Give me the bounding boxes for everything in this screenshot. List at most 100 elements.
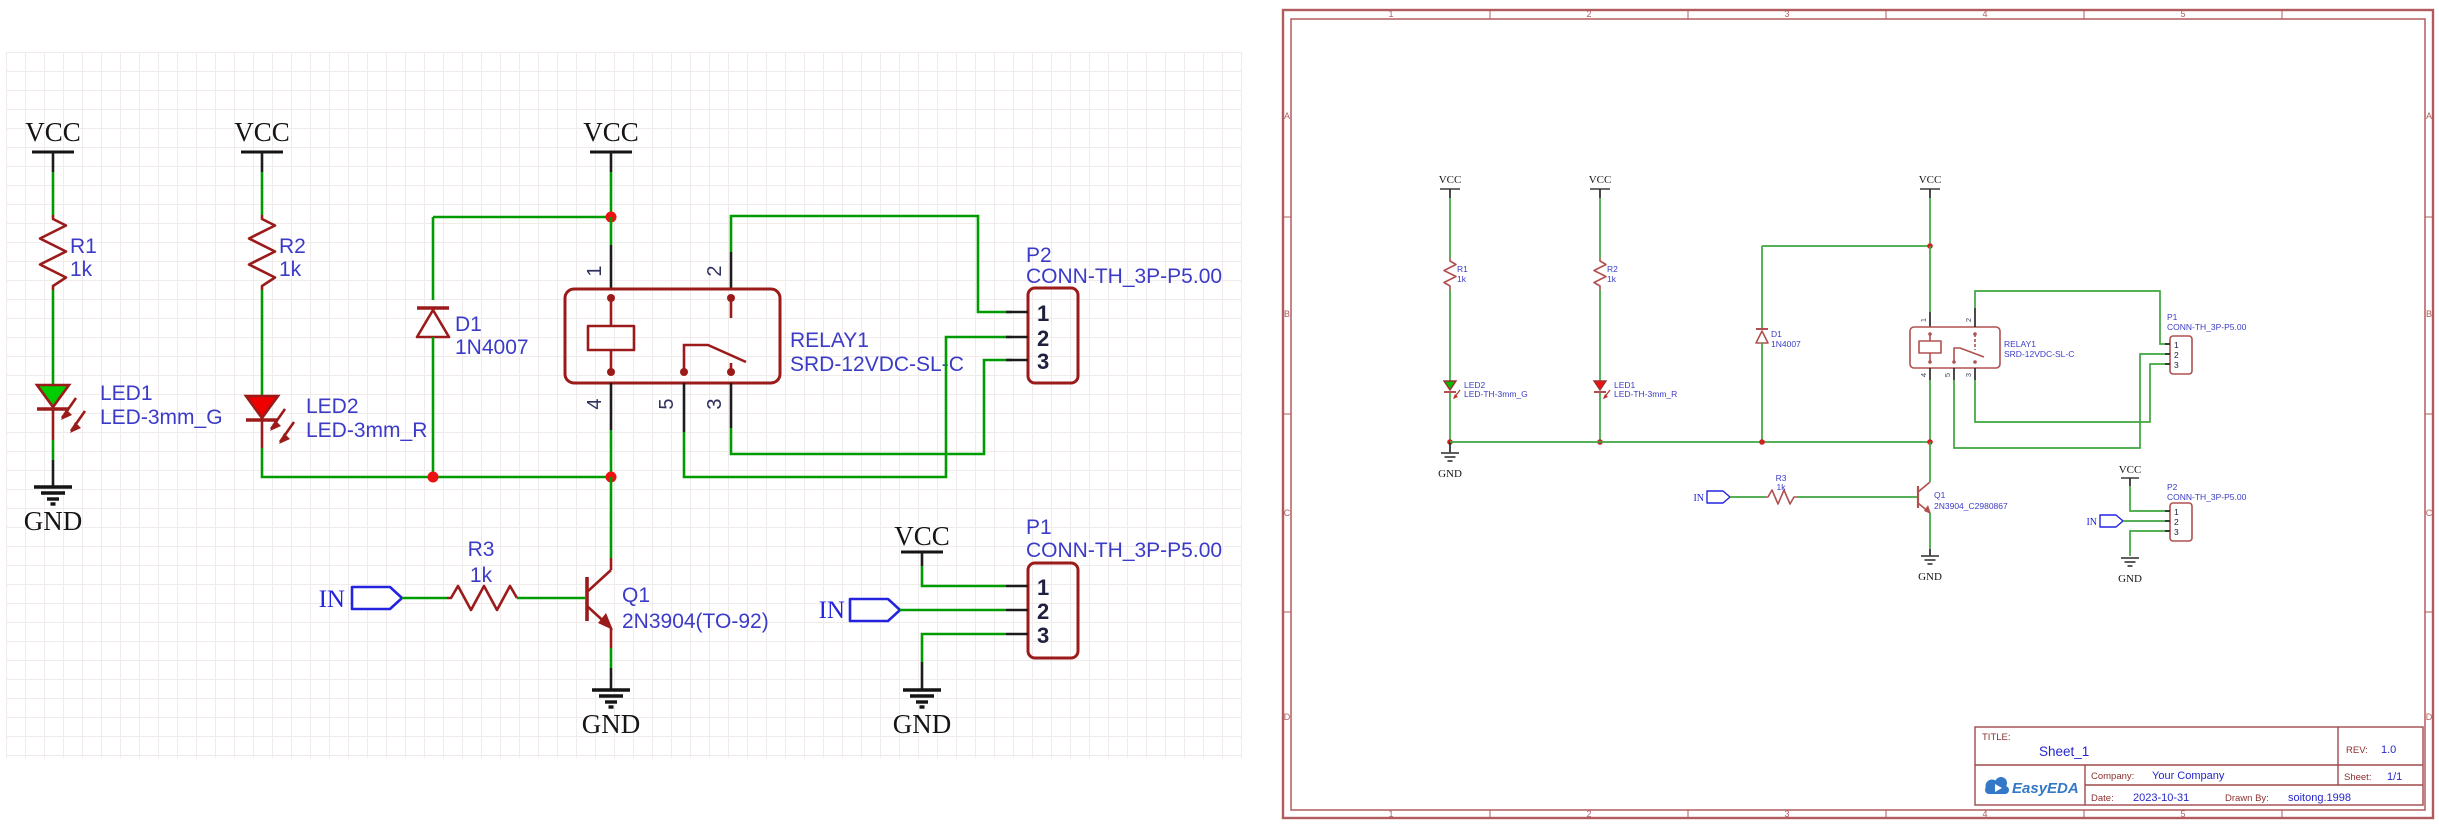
junction-dot (1759, 439, 1765, 445)
relay-pin-number: 1 (584, 265, 606, 276)
led1-green[interactable]: LED1 LED-3mm_G (34, 382, 223, 433)
net-flag-gnd-2[interactable]: GND (582, 668, 641, 739)
wire-gnd-p1-3[interactable] (920, 632, 1006, 662)
wire-relay3-p2-3[interactable] (729, 358, 1012, 456)
frame-row-label: D (2426, 712, 2433, 722)
vcc-label: VCC (2119, 464, 2142, 476)
ref-designator: RELAY1 (790, 329, 869, 352)
wire-relay2-p2-1[interactable] (729, 214, 1012, 314)
connector-p1[interactable]: P1 CONN-TH_3P-P5.00 1 2 3 (1006, 516, 1222, 660)
ref-designator: R2 (279, 235, 306, 258)
net-flag-in-mini-2[interactable]: IN (2086, 514, 2124, 528)
net-flag-vcc-1[interactable]: VCC (25, 117, 81, 172)
connector-p1-mini[interactable]: P1 CONN-TH_3P-P5.00 1 2 3 (2165, 312, 2247, 375)
wire-gnd-p2-3[interactable] (2129, 530, 2170, 556)
led-arrowhead (279, 433, 290, 444)
ref-designator: LED1 (1614, 380, 1636, 390)
net-flag-gnd-mini-3[interactable]: GND (2118, 557, 2142, 585)
net-flag-gnd-mini-1[interactable]: GND (1438, 442, 1462, 480)
resistor-r1[interactable]: R1 1k (38, 215, 97, 290)
wire-vcc-p2-1[interactable] (2129, 486, 2170, 512)
net-flag-in-2[interactable]: IN (819, 597, 902, 624)
ref-designator: R2 (1607, 264, 1618, 274)
ref-designator: P1 (2167, 312, 2178, 322)
resistor-r2[interactable]: R2 1k (247, 215, 306, 290)
frame-col-label: 1 (1388, 9, 1393, 19)
ref-designator: LED1 (100, 382, 153, 405)
ref-designator: P2 (2167, 482, 2178, 492)
sheet-title[interactable]: Sheet_1 (2039, 744, 2089, 759)
value-label: 1k (1457, 274, 1467, 284)
gnd-label: GND (893, 709, 952, 739)
date-value[interactable]: 2023-10-31 (2133, 792, 2189, 804)
net-flag-gnd-1[interactable]: GND (24, 460, 83, 536)
wire-relay5-p2-2[interactable] (682, 335, 1012, 479)
net-flag-vcc-2[interactable]: VCC (234, 117, 290, 172)
frame-col-label: 4 (1982, 9, 1987, 19)
ref-designator: Q1 (1934, 490, 1946, 500)
relay-pin-number: 2 (1964, 318, 1973, 322)
company-label: Company: (2091, 771, 2134, 782)
sheet-value[interactable]: 1/1 (2387, 771, 2402, 783)
ref-designator: R1 (70, 235, 97, 258)
net-flag-vcc-relay[interactable]: VCC (1919, 174, 1942, 198)
pin-number: 3 (2174, 360, 2179, 370)
net-flag-gnd-mini-2[interactable]: GND (1918, 549, 1942, 583)
wire-relay2-p1-1[interactable] (1974, 290, 2170, 345)
transistor-q1-mini[interactable]: Q1 2N3904_C2980867 (1916, 481, 2008, 514)
frame-col-label: 2 (1586, 809, 1591, 819)
wire-bus-bottom[interactable] (260, 448, 611, 479)
ref-designator: D1 (455, 313, 482, 336)
wire-relay5-p1-2[interactable] (1953, 353, 2170, 449)
vcc-label: VCC (234, 117, 290, 147)
net-flag-vcc-p2[interactable]: VCC (2119, 464, 2142, 486)
pin-number: 1 (2174, 507, 2179, 517)
value-label: LED-TH-3mm_R (1614, 389, 1677, 399)
wire-vcc-p1-1[interactable] (920, 566, 1006, 588)
net-flag-vcc-3[interactable]: VCC (583, 117, 639, 172)
relay-coil (586, 324, 636, 352)
resistor-r3-mini[interactable]: R3 1k (1765, 473, 1797, 505)
led1-red-mini[interactable]: LED1 LED-TH-3mm_R (1592, 380, 1677, 399)
relay-relay1[interactable]: 1 2 4 5 3 RELAY1 SRD-12VDC-SL-C (563, 265, 964, 410)
relay-contact-blade (1953, 347, 1985, 362)
net-flag-gnd-3[interactable]: GND (893, 662, 952, 739)
led-arrowhead (270, 420, 281, 431)
led2-red[interactable]: LED2 LED-3mm_R (243, 394, 427, 444)
relay-pin-number: 3 (1964, 373, 1973, 377)
rev-label: REV: (2346, 745, 2368, 756)
in-label: IN (2086, 517, 2097, 528)
net-flag-vcc-r1[interactable]: VCC (1439, 174, 1462, 198)
resistor-r2-mini[interactable]: R2 1k (1593, 258, 1618, 290)
net-flag-in-mini-1[interactable]: IN (1693, 490, 1731, 504)
net-flag-vcc-r2[interactable]: VCC (1589, 174, 1612, 198)
relay-pin-number: 4 (584, 398, 606, 409)
date-label: Date: (2091, 793, 2114, 804)
easyeda-logo: EasyEDA (1985, 777, 2079, 797)
drawn-by-value[interactable]: soitong.1998 (2288, 792, 2351, 804)
net-flag-in-1[interactable]: IN (319, 585, 404, 613)
in-label: IN (319, 586, 345, 613)
connector-p2-mini[interactable]: P2 CONN-TH_3P-P5.00 1 2 3 (2165, 482, 2247, 542)
ref-designator: RELAY1 (2004, 339, 2036, 349)
value-label: 1k (1777, 482, 1787, 492)
logo-arrow-icon (1995, 784, 2002, 792)
led2-green-mini[interactable]: LED2 LED-TH-3mm_G (1442, 380, 1528, 399)
ref-designator: P1 (1026, 516, 1052, 539)
net-flag-vcc-4[interactable]: VCC (894, 521, 950, 566)
drawn-by-label: Drawn By: (2225, 793, 2269, 804)
company-value[interactable]: Your Company (2152, 770, 2225, 782)
diode-d1-mini[interactable]: D1 1N4007 (1755, 328, 1801, 349)
transistor-q1[interactable]: Q1 2N3904(TO-92) (585, 569, 769, 633)
resistor-r1-mini[interactable]: R1 1k (1443, 258, 1468, 290)
title-label: TITLE: (1982, 732, 2011, 743)
title-block[interactable]: TITLE: Sheet_1 REV: 1.0 EasyEDA Company:… (1974, 726, 2424, 806)
value-label: 2N3904_C2980867 (1934, 501, 2008, 511)
resistor-r3[interactable]: R3 1k (447, 538, 519, 612)
sheet-label: Sheet: (2344, 772, 2371, 783)
connector-p2[interactable]: P2 CONN-TH_3P-P5.00 1 2 3 (1006, 244, 1222, 385)
pin-number: 1 (2174, 340, 2179, 350)
relay-relay1-mini[interactable]: 1 2 4 5 3 RELAY1 SRD-12VDC-SL-C (1909, 318, 2074, 377)
wire-relay3-p1-3[interactable] (1974, 363, 2170, 423)
rev-value[interactable]: 1.0 (2381, 744, 2396, 756)
